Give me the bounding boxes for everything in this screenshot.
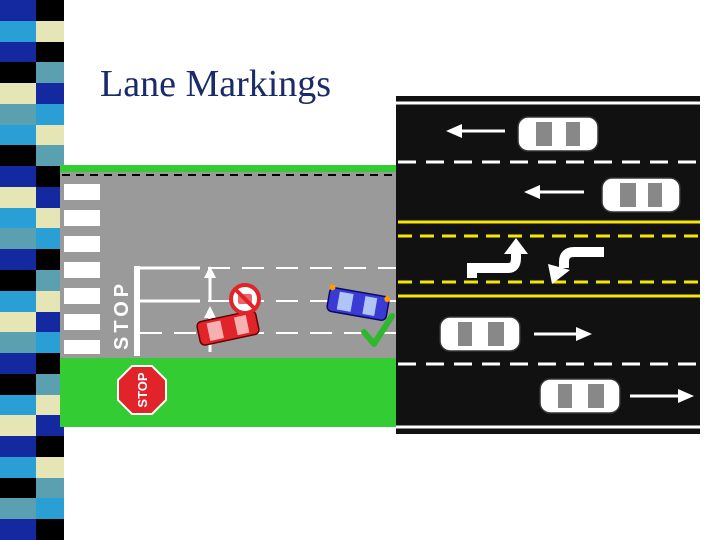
strip-cell xyxy=(36,394,64,416)
strip-cell xyxy=(36,186,64,208)
strip-cell xyxy=(0,477,36,499)
strip-cell xyxy=(0,228,36,250)
strip-cell xyxy=(36,436,64,457)
strip-cell xyxy=(0,20,36,42)
strip-cell xyxy=(36,41,64,63)
left-arrow-icon xyxy=(524,185,584,199)
left-turn-arrow-icon xyxy=(467,238,528,278)
strip-cell xyxy=(36,311,64,333)
strip-cell xyxy=(36,353,64,374)
straight-arrow-icon xyxy=(204,266,216,300)
strip-cell xyxy=(36,166,64,187)
check-mark-icon xyxy=(361,313,395,347)
strip-cell xyxy=(36,124,64,146)
blue-car-icon xyxy=(326,284,391,321)
road-stop-stencil: STOP xyxy=(111,280,133,350)
strip-cell xyxy=(36,477,64,499)
stop-sign-label: STOP xyxy=(135,372,150,407)
strip-cell xyxy=(36,103,64,125)
strip-cell xyxy=(0,394,36,416)
strip-cell xyxy=(0,373,36,395)
strip-cell xyxy=(36,20,64,42)
right-turn-arrow-icon xyxy=(548,247,604,284)
prohibited-icon xyxy=(229,283,261,315)
strip-cell xyxy=(0,166,36,187)
strip-cell xyxy=(0,124,36,146)
slide-title: Lane Markings xyxy=(100,63,332,105)
strip-cell xyxy=(36,83,64,104)
strip-cell xyxy=(36,332,64,354)
strip-cell xyxy=(36,249,64,270)
strip-cell xyxy=(36,373,64,395)
stop-sign-icon: STOP xyxy=(117,365,167,415)
strip-cell xyxy=(0,270,36,291)
white-car-icon xyxy=(539,378,621,414)
white-car-icon xyxy=(439,316,521,352)
intersection-diagram: STOP xyxy=(60,165,400,427)
strip-cell xyxy=(0,62,36,84)
strip-cell xyxy=(36,62,64,84)
multi-lane-road-diagram xyxy=(396,96,700,434)
strip-cell xyxy=(36,519,64,540)
strip-cell xyxy=(0,249,36,270)
road-surface-dark xyxy=(396,96,700,434)
strip-cell xyxy=(36,145,64,167)
strip-cell xyxy=(36,415,64,437)
strip-cell xyxy=(0,145,36,167)
strip-cell xyxy=(0,207,36,229)
strip-cell xyxy=(0,436,36,457)
strip-cell xyxy=(0,332,36,354)
right-arrow-icon xyxy=(534,327,592,341)
strip-cell xyxy=(36,0,64,21)
strip-cell xyxy=(0,290,36,312)
strip-cell xyxy=(0,103,36,125)
strip-cell xyxy=(0,519,36,540)
strip-cell xyxy=(36,228,64,250)
strip-cell xyxy=(36,456,64,478)
strip-cell xyxy=(0,41,36,63)
strip-cell xyxy=(0,0,36,21)
strip-cell xyxy=(0,456,36,478)
strip-cell xyxy=(0,83,36,104)
strip-cell xyxy=(0,311,36,333)
strip-cell xyxy=(36,498,64,520)
white-car-icon xyxy=(517,116,599,152)
right-arrow-icon xyxy=(630,389,694,403)
decorative-side-strip xyxy=(0,0,66,540)
strip-cell xyxy=(36,290,64,312)
strip-cell xyxy=(36,270,64,291)
red-car-icon xyxy=(196,310,260,346)
left-arrow-icon xyxy=(446,124,505,138)
strip-cell xyxy=(0,353,36,374)
strip-cell xyxy=(0,498,36,520)
strip-cell xyxy=(0,415,36,437)
white-car-icon xyxy=(601,177,681,213)
strip-cell xyxy=(36,207,64,229)
crosswalk xyxy=(64,184,100,354)
strip-cell xyxy=(0,186,36,208)
stop-line xyxy=(134,266,140,356)
